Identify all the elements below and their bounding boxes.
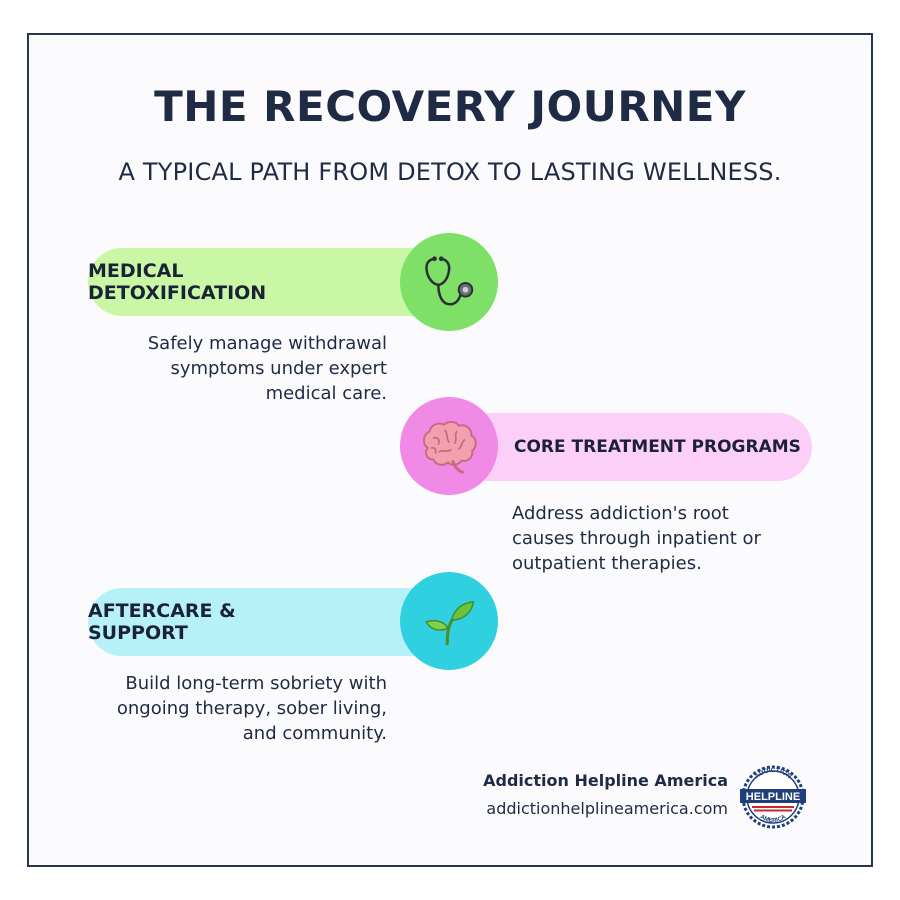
seal-main-text: HELPLINE [746, 791, 800, 803]
step-label: CORE TREATMENT PROGRAMS [514, 437, 801, 457]
description-line: symptoms under expert [170, 358, 387, 379]
step-circle-core-treatment [400, 397, 498, 495]
step-pill-aftercare: AFTERCARE & SUPPORT [88, 588, 448, 656]
description-line: Build long-term sobriety with [125, 673, 387, 694]
seedling-icon [425, 601, 475, 646]
step-label: MEDICAL DETOXIFICATION [88, 260, 267, 304]
brand-url[interactable]: addictionhelplineamerica.com [486, 799, 728, 818]
stethoscope-icon [425, 256, 474, 306]
step-pill-medical-detox: MEDICAL DETOXIFICATION [88, 248, 448, 316]
step-circle-aftercare [400, 572, 498, 670]
brain-icon [423, 420, 477, 474]
helpline-seal-logo: ADDICTION HELPLINE AMERICA [740, 765, 806, 829]
description-line: causes through inpatient or [512, 528, 761, 549]
page-title: THE RECOVERY JOURNEY [154, 82, 746, 131]
svg-text:AMERICA: AMERICA [759, 814, 788, 824]
description-line: and community. [242, 723, 387, 744]
brand-name: Addiction Helpline America [483, 771, 728, 790]
step-description-medical-detox: Safely manage withdrawal symptoms under … [148, 331, 387, 406]
page-subtitle: A TYPICAL PATH FROM DETOX TO LASTING WEL… [118, 158, 782, 186]
step-description-aftercare: Build long-term sobriety with ongoing th… [117, 671, 387, 746]
step-description-core-treatment: Address addiction's root causes through … [512, 501, 761, 576]
description-line: outpatient therapies. [512, 553, 702, 574]
description-line: ongoing therapy, sober living, [116, 698, 387, 719]
step-circle-medical-detox [400, 233, 498, 331]
description-line: medical care. [265, 383, 387, 404]
seal-bottom-text: AMERICA [759, 814, 788, 824]
description-line: Address addiction's root [512, 503, 729, 524]
step-label: AFTERCARE & SUPPORT [88, 600, 236, 644]
description-line: Safely manage withdrawal [147, 333, 387, 354]
